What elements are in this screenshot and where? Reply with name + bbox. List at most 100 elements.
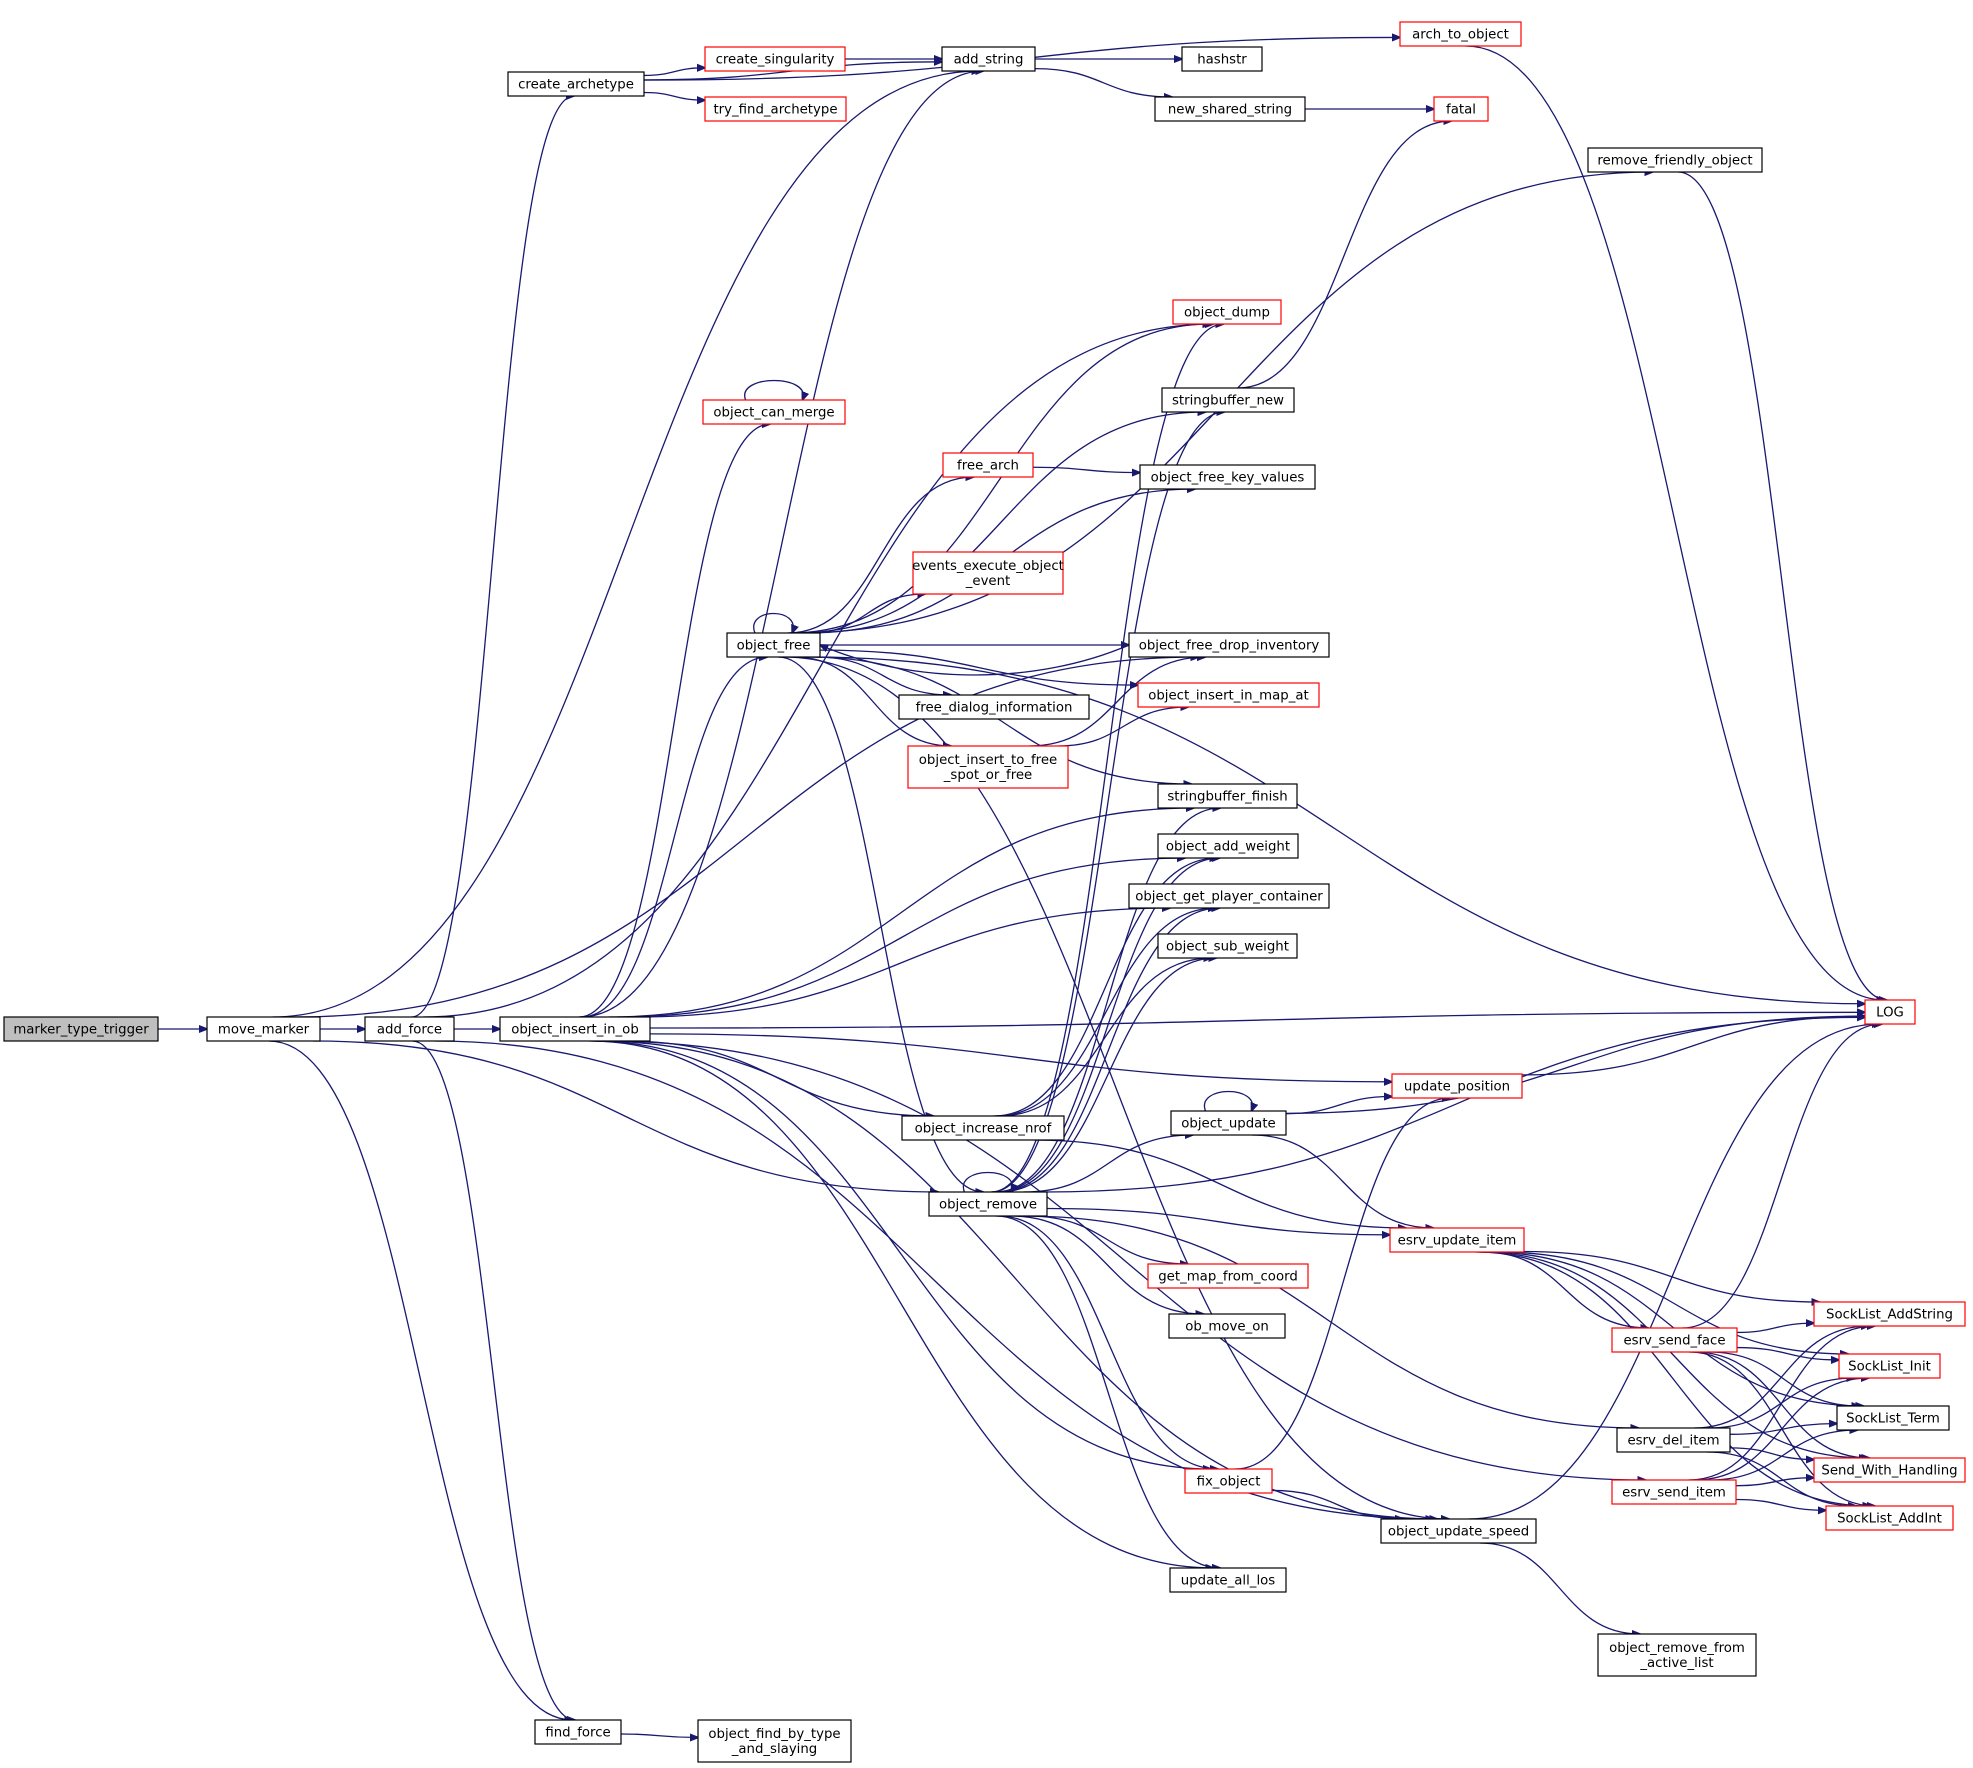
node-fix_object[interactable]: fix_object xyxy=(1184,1468,1273,1494)
node-box-object_insert_to_free_spot_or_free[interactable] xyxy=(907,745,1069,789)
node-find_force[interactable]: find_force xyxy=(534,1719,622,1745)
node-box-add_string[interactable] xyxy=(941,46,1036,72)
node-esrv_send_item[interactable]: esrv_send_item xyxy=(1611,1479,1737,1505)
node-box-object_remove_from_active_list[interactable] xyxy=(1597,1633,1757,1677)
node-arch_to_object[interactable]: arch_to_object xyxy=(1399,21,1522,47)
node-update_position[interactable]: update_position xyxy=(1391,1073,1523,1099)
node-free_arch[interactable]: free_arch xyxy=(942,452,1034,478)
node-box-object_increase_nrof[interactable] xyxy=(901,1115,1065,1141)
node-box-hashstr[interactable] xyxy=(1181,46,1263,72)
node-Send_With_Handling[interactable]: Send_With_Handling xyxy=(1813,1457,1966,1483)
node-object_update[interactable]: object_update xyxy=(1170,1110,1287,1136)
node-object_insert_in_map_at[interactable]: object_insert_in_map_at xyxy=(1137,682,1320,708)
node-box-marker_type_trigger[interactable] xyxy=(3,1016,159,1042)
node-hashstr[interactable]: hashstr xyxy=(1181,46,1263,72)
node-add_string[interactable]: add_string xyxy=(941,46,1036,72)
node-object_sub_weight[interactable]: object_sub_weight xyxy=(1157,933,1298,959)
node-object_free[interactable]: object_free xyxy=(726,632,821,658)
node-try_find_archetype[interactable]: try_find_archetype xyxy=(704,96,847,122)
node-box-SockList_Term[interactable] xyxy=(1836,1405,1950,1431)
node-object_update_speed[interactable]: object_update_speed xyxy=(1380,1518,1537,1544)
node-object_insert_in_ob[interactable]: object_insert_in_ob xyxy=(499,1016,651,1042)
node-box-arch_to_object[interactable] xyxy=(1399,21,1522,47)
node-box-free_arch[interactable] xyxy=(942,452,1034,478)
node-marker_type_trigger[interactable]: marker_type_trigger xyxy=(3,1016,159,1042)
node-box-esrv_send_face[interactable] xyxy=(1611,1327,1738,1353)
node-box-object_free_key_values[interactable] xyxy=(1139,464,1316,490)
node-box-object_add_weight[interactable] xyxy=(1157,833,1299,859)
node-add_force[interactable]: add_force xyxy=(364,1016,455,1042)
node-box-find_force[interactable] xyxy=(534,1719,622,1745)
node-box-object_dump[interactable] xyxy=(1172,299,1282,325)
node-box-object_insert_in_map_at[interactable] xyxy=(1137,682,1320,708)
node-box-object_get_player_container[interactable] xyxy=(1128,883,1330,909)
node-box-object_can_merge[interactable] xyxy=(702,399,846,425)
node-box-esrv_del_item[interactable] xyxy=(1616,1427,1731,1453)
node-box-stringbuffer_finish[interactable] xyxy=(1157,783,1298,809)
node-box-Send_With_Handling[interactable] xyxy=(1813,1457,1966,1483)
node-remove_friendly_object[interactable]: remove_friendly_object xyxy=(1587,147,1763,173)
node-esrv_send_face[interactable]: esrv_send_face xyxy=(1611,1327,1738,1353)
node-object_free_key_values[interactable]: object_free_key_values xyxy=(1139,464,1316,490)
node-box-SockList_AddInt[interactable] xyxy=(1825,1505,1954,1531)
node-SockList_AddString[interactable]: SockList_AddString xyxy=(1813,1301,1966,1327)
node-box-object_sub_weight[interactable] xyxy=(1157,933,1298,959)
node-object_add_weight[interactable]: object_add_weight xyxy=(1157,833,1299,859)
node-box-object_free[interactable] xyxy=(726,632,821,658)
node-update_all_los[interactable]: update_all_los xyxy=(1169,1567,1287,1593)
node-stringbuffer_new[interactable]: stringbuffer_new xyxy=(1161,387,1295,413)
node-esrv_update_item[interactable]: esrv_update_item xyxy=(1389,1227,1525,1253)
node-box-create_singularity[interactable] xyxy=(704,46,846,72)
node-LOG[interactable]: LOG xyxy=(1864,999,1916,1025)
node-esrv_del_item[interactable]: esrv_del_item xyxy=(1616,1427,1731,1453)
node-box-remove_friendly_object[interactable] xyxy=(1587,147,1763,173)
node-box-ob_move_on[interactable] xyxy=(1168,1313,1286,1339)
node-events_execute_object_event[interactable]: events_execute_object_event xyxy=(912,551,1064,595)
node-create_singularity[interactable]: create_singularity xyxy=(704,46,846,72)
node-new_shared_string[interactable]: new_shared_string xyxy=(1154,96,1306,122)
node-box-fatal[interactable] xyxy=(1433,96,1489,122)
node-box-move_marker[interactable] xyxy=(206,1016,321,1042)
node-box-object_find_by_type_and_slaying[interactable] xyxy=(697,1719,852,1763)
node-box-create_archetype[interactable] xyxy=(507,71,645,97)
node-object_free_drop_inventory[interactable]: object_free_drop_inventory xyxy=(1128,632,1330,658)
node-box-SockList_Init[interactable] xyxy=(1838,1353,1941,1379)
node-get_map_from_coord[interactable]: get_map_from_coord xyxy=(1147,1263,1309,1289)
node-object_insert_to_free_spot_or_free[interactable]: object_insert_to_free_spot_or_free xyxy=(907,745,1069,789)
node-stringbuffer_finish[interactable]: stringbuffer_finish xyxy=(1157,783,1298,809)
node-box-free_dialog_information[interactable] xyxy=(898,694,1090,720)
node-SockList_Term[interactable]: SockList_Term xyxy=(1836,1405,1950,1431)
node-box-esrv_send_item[interactable] xyxy=(1611,1479,1737,1505)
node-move_marker[interactable]: move_marker xyxy=(206,1016,321,1042)
node-box-events_execute_object_event[interactable] xyxy=(912,551,1064,595)
node-box-get_map_from_coord[interactable] xyxy=(1147,1263,1309,1289)
node-box-update_position[interactable] xyxy=(1391,1073,1523,1099)
node-box-object_free_drop_inventory[interactable] xyxy=(1128,632,1330,658)
node-box-object_insert_in_ob[interactable] xyxy=(499,1016,651,1042)
node-SockList_Init[interactable]: SockList_Init xyxy=(1838,1353,1941,1379)
node-box-new_shared_string[interactable] xyxy=(1154,96,1306,122)
node-object_dump[interactable]: object_dump xyxy=(1172,299,1282,325)
node-box-try_find_archetype[interactable] xyxy=(704,96,847,122)
node-object_increase_nrof[interactable]: object_increase_nrof xyxy=(901,1115,1065,1141)
node-object_remove[interactable]: object_remove xyxy=(928,1191,1048,1217)
node-box-update_all_los[interactable] xyxy=(1169,1567,1287,1593)
node-box-object_update_speed[interactable] xyxy=(1380,1518,1537,1544)
node-object_get_player_container[interactable]: object_get_player_container xyxy=(1128,883,1330,909)
node-box-add_force[interactable] xyxy=(364,1016,455,1042)
node-ob_move_on[interactable]: ob_move_on xyxy=(1168,1313,1286,1339)
node-object_remove_from_active_list[interactable]: object_remove_from_active_list xyxy=(1597,1633,1757,1677)
node-SockList_AddInt[interactable]: SockList_AddInt xyxy=(1825,1505,1954,1531)
node-box-stringbuffer_new[interactable] xyxy=(1161,387,1295,413)
node-free_dialog_information[interactable]: free_dialog_information xyxy=(898,694,1090,720)
node-box-object_remove[interactable] xyxy=(928,1191,1048,1217)
node-create_archetype[interactable]: create_archetype xyxy=(507,71,645,97)
node-box-object_update[interactable] xyxy=(1170,1110,1287,1136)
node-object_find_by_type_and_slaying[interactable]: object_find_by_type_and_slaying xyxy=(697,1719,852,1763)
node-fatal[interactable]: fatal xyxy=(1433,96,1489,122)
node-box-fix_object[interactable] xyxy=(1184,1468,1273,1494)
node-box-SockList_AddString[interactable] xyxy=(1813,1301,1966,1327)
node-box-esrv_update_item[interactable] xyxy=(1389,1227,1525,1253)
node-object_can_merge[interactable]: object_can_merge xyxy=(702,399,846,425)
node-box-LOG[interactable] xyxy=(1864,999,1916,1025)
